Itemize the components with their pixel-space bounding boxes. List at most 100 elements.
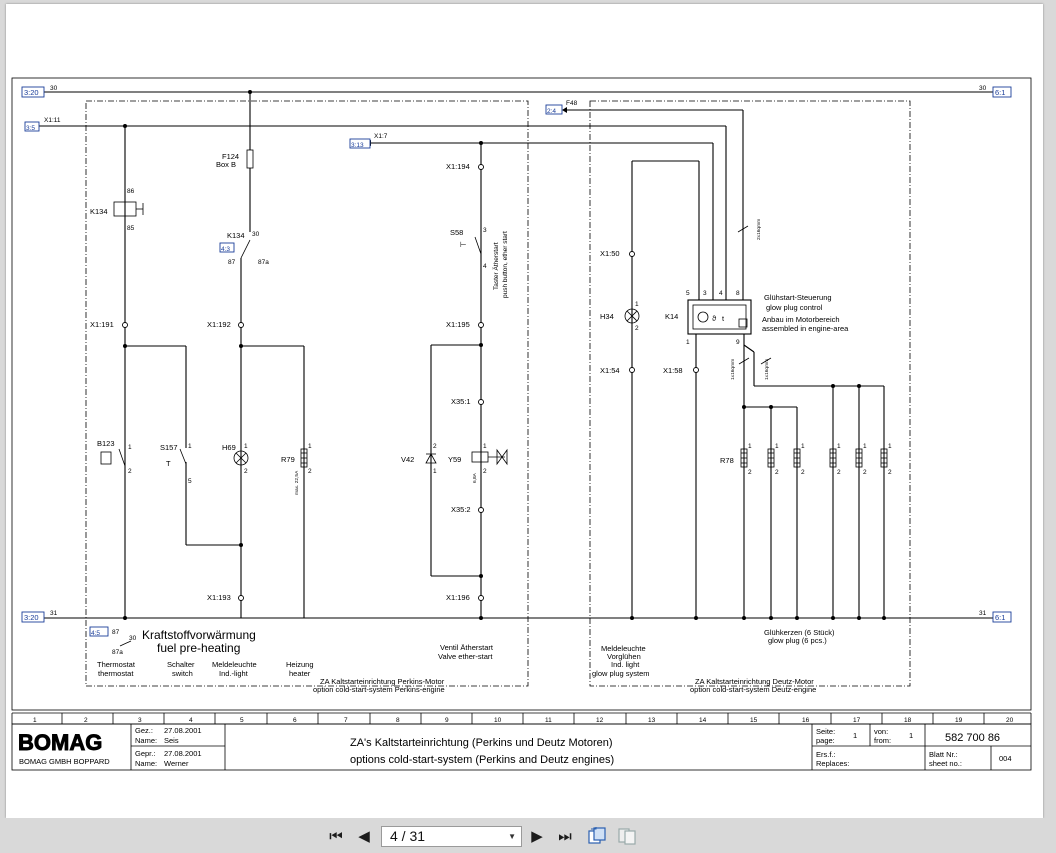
svg-text:6:1: 6:1 [995, 613, 1005, 622]
svg-text:6: 6 [293, 717, 297, 724]
svg-text:20: 20 [1006, 717, 1014, 724]
svg-text:S58: S58 [450, 228, 463, 237]
svg-text:86: 86 [127, 188, 135, 195]
svg-text:Ers.f.:: Ers.f.: [816, 750, 836, 759]
page-number-select[interactable]: 4 / 31 ▼ [381, 826, 522, 847]
svg-text:27.08.2001: 27.08.2001 [164, 726, 202, 735]
svg-text:ZA Kaltstarteinrichtung Perkin: ZA Kaltstarteinrichtung Perkins-Motor [320, 677, 445, 686]
svg-text:Werner: Werner [164, 759, 189, 768]
svg-text:15: 15 [750, 717, 758, 724]
svg-text:glow plug control: glow plug control [766, 303, 823, 312]
document-page: 3:20 30 6:1 30 3:20 31 6:1 31 3:5 X1:11 … [6, 4, 1043, 818]
svg-text:4:3: 4:3 [221, 246, 230, 253]
svg-text:87a: 87a [258, 259, 269, 266]
svg-text:2: 2 [433, 443, 437, 450]
svg-text:87a: 87a [112, 649, 123, 656]
svg-text:1: 1 [188, 443, 192, 450]
svg-text:X1:11: X1:11 [44, 117, 61, 124]
svg-text:2:4: 2:4 [547, 108, 556, 115]
svg-text:option cold-start-system Deutz: option cold-start-system Deutz-engine [690, 685, 816, 694]
svg-text:2: 2 [801, 469, 805, 476]
svg-text:1: 1 [686, 339, 690, 346]
svg-text:Meldeleuchte: Meldeleuchte [212, 660, 257, 669]
svg-text:options cold-start-system (Per: options cold-start-system (Perkins and D… [350, 754, 614, 766]
svg-text:4:5: 4:5 [91, 630, 100, 637]
svg-text:31: 31 [50, 610, 58, 617]
svg-text:X1:7: X1:7 [374, 133, 388, 140]
svg-text:ϑ: ϑ [712, 314, 717, 323]
svg-text:heater: heater [289, 669, 311, 678]
deutz-option-box [589, 100, 911, 687]
ref-box-left-31 [21, 611, 45, 623]
svg-text:004: 004 [999, 754, 1012, 763]
first-page-icon[interactable]: ⏮ [329, 827, 343, 845]
svg-text:R79: R79 [281, 455, 295, 464]
svg-text:2: 2 [244, 468, 248, 475]
svg-text:ZA Kaltstarteinrichtung Deutz-: ZA Kaltstarteinrichtung Deutz-Motor [695, 677, 814, 686]
svg-text:thermostat: thermostat [98, 669, 134, 678]
svg-text:Heizung: Heizung [286, 660, 314, 669]
svg-text:1: 1 [635, 301, 639, 308]
prev-page-icon[interactable]: ◀ [358, 827, 370, 845]
f124-fuse [246, 149, 254, 169]
svg-text:1: 1 [909, 731, 913, 740]
svg-text:Valve ether-start: Valve ether-start [438, 652, 493, 661]
h34-glow-indicator-lamp [624, 308, 640, 324]
ref-box-right-30 [992, 86, 1012, 98]
svg-text:BOMAG GMBH BOPPARD: BOMAG GMBH BOPPARD [19, 757, 110, 766]
svg-text:X1:196: X1:196 [446, 593, 470, 602]
svg-text:1: 1 [837, 443, 841, 450]
last-page-icon[interactable]: ⏭ [558, 827, 572, 845]
svg-text:glow plug system: glow plug system [592, 669, 650, 678]
v42-diode [425, 453, 437, 464]
svg-text:Box B: Box B [216, 160, 236, 169]
svg-text:1: 1 [128, 444, 132, 451]
svg-text:X1:194: X1:194 [446, 162, 470, 171]
svg-text:F48: F48 [566, 100, 578, 107]
svg-text:V42: V42 [401, 455, 414, 464]
svg-text:Schalter: Schalter [167, 660, 195, 669]
fit-page-icon[interactable] [587, 826, 607, 846]
svg-text:Blatt Nr.:: Blatt Nr.: [929, 750, 958, 759]
svg-text:17: 17 [853, 717, 861, 724]
svg-text:push button, ether start: push button, ether start [502, 231, 509, 298]
svg-text:X1:195: X1:195 [446, 320, 470, 329]
k14-glow-plug-controller [687, 299, 752, 335]
svg-text:from:: from: [874, 736, 891, 745]
svg-text:K134: K134 [90, 207, 108, 216]
svg-text:H34: H34 [600, 312, 614, 321]
svg-text:87: 87 [112, 629, 120, 636]
svg-text:Glühkerzen (6 Stück): Glühkerzen (6 Stück) [764, 628, 835, 637]
svg-text:30: 30 [252, 231, 260, 238]
svg-text:Replaces:: Replaces: [816, 759, 849, 768]
svg-text:1: 1 [801, 443, 805, 450]
svg-text:Meldeleuchte: Meldeleuchte [601, 644, 646, 653]
svg-text:5: 5 [686, 290, 690, 297]
svg-text:18: 18 [904, 717, 912, 724]
svg-text:582 700 86: 582 700 86 [945, 732, 1000, 744]
title-block: BOMAG BOMAG GMBH BOPPARD Gez.: 27.08.200… [11, 723, 1032, 771]
svg-text:Kraftstoffvorwärmung: Kraftstoffvorwärmung [142, 628, 256, 642]
svg-text:1: 1 [775, 443, 779, 450]
svg-text:glow plug (6 pcs.): glow plug (6 pcs.) [768, 636, 827, 645]
two-page-icon[interactable] [617, 826, 637, 846]
svg-text:Name:: Name: [135, 736, 157, 745]
svg-text:F124: F124 [222, 152, 239, 161]
next-page-icon[interactable]: ▶ [531, 827, 543, 845]
svg-text:1: 1 [308, 443, 312, 450]
svg-text:X1:54: X1:54 [600, 366, 620, 375]
svg-text:8: 8 [396, 717, 400, 724]
svg-text:T: T [166, 459, 171, 468]
svg-text:2: 2 [775, 469, 779, 476]
svg-text:1: 1 [483, 443, 487, 450]
svg-text:K134: K134 [227, 231, 245, 240]
svg-text:7: 7 [344, 717, 348, 724]
svg-text:30: 30 [50, 85, 58, 92]
svg-text:2: 2 [84, 717, 88, 724]
svg-text:31: 31 [979, 610, 987, 617]
svg-text:2: 2 [128, 468, 132, 475]
svg-text:K14: K14 [665, 312, 678, 321]
y59-solenoid-valve [471, 451, 489, 463]
svg-text:1: 1 [244, 443, 248, 450]
svg-text:Gez.:: Gez.: [135, 726, 153, 735]
